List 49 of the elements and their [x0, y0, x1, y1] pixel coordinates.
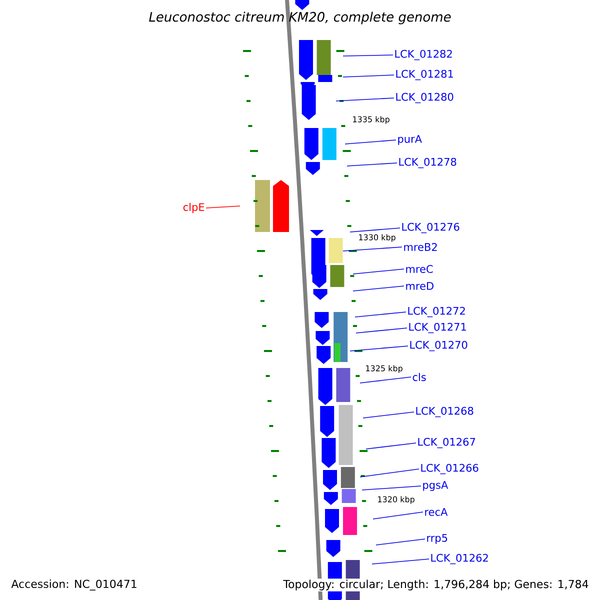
leader-line: [356, 328, 408, 334]
gene-label: LCK_01270: [410, 340, 468, 352]
gene-label: LCK_01271: [409, 322, 466, 334]
gene-label: LCK_01262: [431, 554, 488, 564]
info-text: Accession: NC_010471: [10, 578, 138, 592]
leader-line: [350, 346, 408, 352]
leader-line: [342, 74, 394, 78]
gene-label: LCK_01266: [421, 464, 478, 474]
leader-line: [352, 286, 404, 292]
gene-label: mreD: [406, 282, 434, 290]
gene-label: LCK_01276: [402, 222, 460, 234]
leader-line: [342, 246, 402, 252]
leader-line: [360, 468, 420, 478]
gene-label: recA: [425, 508, 448, 516]
leader-line: [372, 558, 430, 564]
leader-line: [352, 268, 404, 274]
leader-line: [362, 486, 422, 490]
leader-line: [366, 442, 416, 450]
gene-label: pgsA: [423, 481, 448, 491]
title: Leuconostoc citreum KM20, complete genome: [149, 12, 451, 24]
leader-line: [362, 412, 414, 418]
position-label: 1335 kbp: [351, 115, 391, 125]
gene-label: LCK_01278: [399, 158, 456, 168]
gene-label: LCK_01268: [416, 406, 474, 418]
gene-label: LCK_01280: [396, 92, 454, 104]
gene-label: LCK_01282: [395, 50, 452, 60]
leader-line: [350, 228, 400, 232]
gene-label: LCK_01267: [418, 438, 476, 448]
info-text: Topology: circular; Length: 1,796,284 bp; Genes: 1,784: [282, 578, 590, 592]
gene-label: clpE: [183, 202, 204, 214]
gene-label: cls: [412, 372, 426, 382]
position-label: 1325 kbp: [364, 364, 404, 374]
gene-label: LCK_01272: [408, 306, 465, 318]
leader-line: [342, 54, 394, 56]
gene-label: mreC: [406, 265, 433, 273]
leader-line: [376, 538, 426, 546]
leader-line: [354, 312, 406, 318]
gene-label: LCK_01281: [396, 70, 453, 80]
leader-line: [336, 98, 394, 102]
gene-label: purA: [398, 135, 422, 145]
leader-line: [360, 376, 412, 384]
gene-label: rrp5: [427, 534, 448, 544]
position-label: 1330 kbp: [357, 233, 397, 243]
gene-label: mreB2: [404, 243, 437, 251]
leader-line: [346, 162, 398, 166]
leader-line: [206, 206, 240, 208]
leader-line: [344, 140, 396, 144]
position-label: 1320 kbp: [376, 495, 416, 505]
leader-line: [372, 512, 424, 520]
